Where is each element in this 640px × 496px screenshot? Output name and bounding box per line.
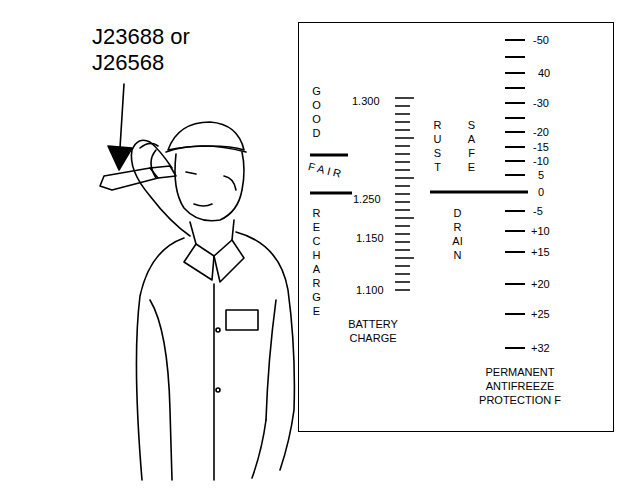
scale-tick xyxy=(505,87,525,89)
scale-tick xyxy=(395,193,410,195)
temperature-value: +20 xyxy=(531,278,550,291)
scale-tick xyxy=(395,281,410,283)
temperature-value: -50 xyxy=(533,34,549,47)
gravity-value: 1.100 xyxy=(356,284,384,297)
scale-caption: PERMANENT ANTIFREEZE PROTECTION F xyxy=(455,365,585,407)
technician-figure xyxy=(100,84,294,480)
scale-tick xyxy=(505,56,525,58)
scale-tick xyxy=(395,153,410,155)
scale-tick xyxy=(505,102,525,104)
scale-tick xyxy=(505,347,525,349)
scale-tick xyxy=(395,105,410,107)
scale-tick xyxy=(505,283,525,285)
gravity-value: 1.150 xyxy=(356,232,384,245)
temperature-value: -15 xyxy=(533,141,549,154)
scale-tick xyxy=(395,209,410,211)
scale-tick xyxy=(505,117,525,119)
scale-tick xyxy=(505,313,525,315)
scale-tick xyxy=(395,233,410,235)
temperature-value: -20 xyxy=(533,126,549,139)
scale-tick xyxy=(505,146,525,148)
scale-tick xyxy=(505,174,525,176)
temperature-value: -5 xyxy=(533,205,543,218)
scale-tick xyxy=(395,121,410,123)
range-label: DRAIN xyxy=(452,206,463,262)
scale-tick xyxy=(505,251,525,253)
scale-tick xyxy=(505,39,525,41)
range-label: FAIR xyxy=(307,160,346,181)
temperature-value: +15 xyxy=(531,246,550,259)
scale-tick xyxy=(395,217,414,219)
scale-tick xyxy=(505,230,525,232)
scale-tick xyxy=(395,201,410,203)
scale-tick xyxy=(395,97,414,99)
scale-tick xyxy=(395,169,410,171)
scale-tick xyxy=(395,145,410,147)
scale-tick xyxy=(395,177,414,179)
scale-tick xyxy=(505,210,525,212)
scale-tick xyxy=(395,257,414,259)
scale-ticks xyxy=(395,40,525,348)
gravity-value: 1.250 xyxy=(353,193,381,206)
range-label: SAFE xyxy=(466,118,477,174)
temperature-value: 40 xyxy=(538,67,550,80)
scale-tick xyxy=(395,289,410,291)
scale-tick xyxy=(505,72,525,74)
temperature-value: +10 xyxy=(531,225,550,238)
scale-caption: BATTERY CHARGE xyxy=(337,317,409,345)
temperature-value: -10 xyxy=(533,155,549,168)
range-label: RUST xyxy=(432,118,443,174)
tool-number: J23688 or J26568 xyxy=(92,24,242,76)
temperature-value: +32 xyxy=(531,342,550,355)
gravity-value: 1.300 xyxy=(352,95,380,108)
scale-tick xyxy=(395,273,410,275)
scale-tick xyxy=(395,241,410,243)
scale-tick xyxy=(395,185,410,187)
scale-tick xyxy=(505,131,525,133)
temperature-value: -30 xyxy=(533,97,549,110)
scale-tick xyxy=(395,249,410,251)
scale-tick xyxy=(395,161,410,163)
temperature-value: +25 xyxy=(531,308,550,321)
temperature-value: 5 xyxy=(538,169,544,182)
scale-tick xyxy=(395,113,410,115)
scale-tick xyxy=(395,265,410,267)
scale-tick xyxy=(505,160,525,162)
range-label: RECHARGE xyxy=(311,206,322,318)
temperature-value: 0 xyxy=(538,186,544,199)
scale-tick xyxy=(395,129,410,131)
scale-tick xyxy=(395,225,410,227)
scale-tick xyxy=(395,137,414,139)
range-label: GOOD xyxy=(311,84,322,140)
